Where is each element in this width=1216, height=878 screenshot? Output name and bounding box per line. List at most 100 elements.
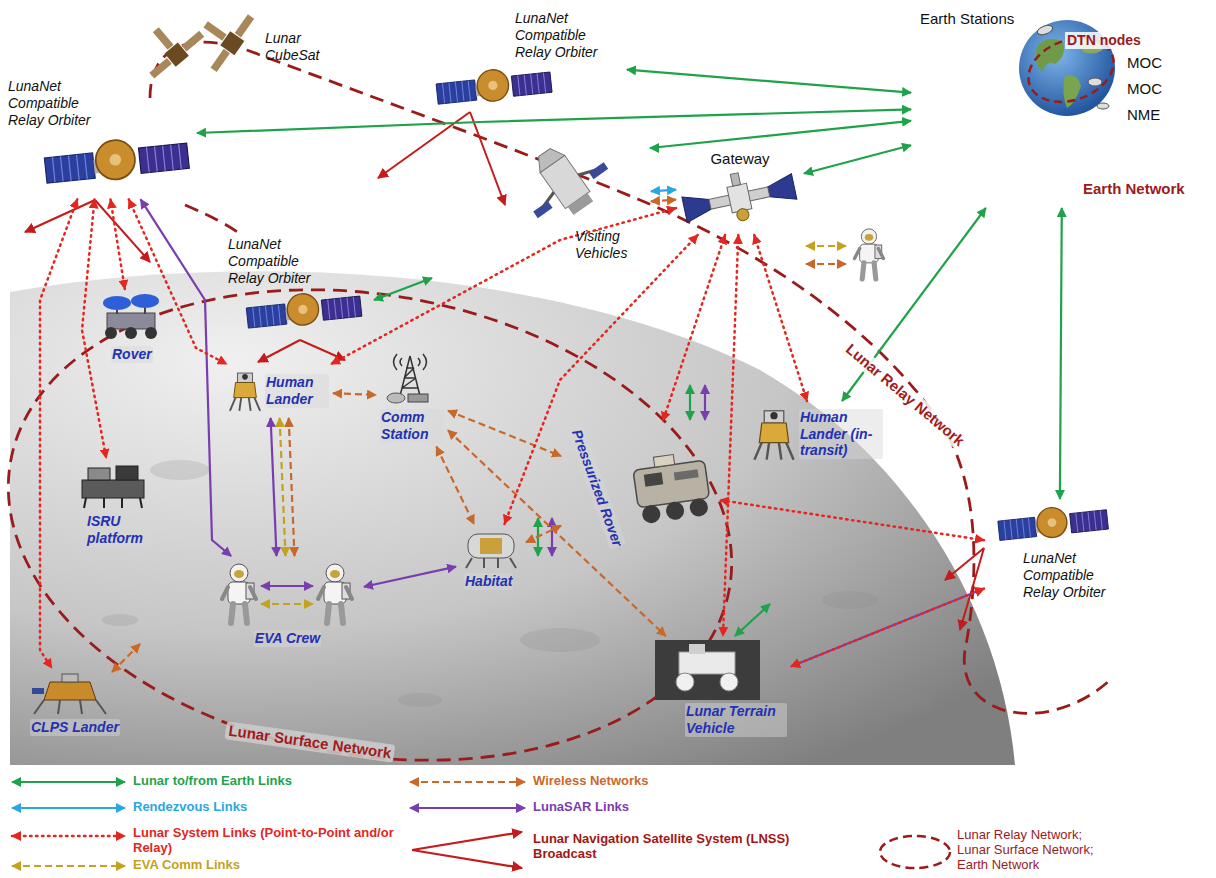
icon-picture [105, 327, 117, 339]
node-label: LunaNet Compatible Relay Orbiter [8, 78, 113, 128]
icon-picture [318, 587, 352, 599]
icon-picture [95, 293, 167, 343]
icon-picture [435, 64, 552, 107]
icon-picture [148, 8, 263, 86]
icon-picture [117, 308, 145, 314]
node-label: Pressurized Rover [567, 426, 626, 549]
icon-picture [518, 73, 546, 96]
link-arrow [280, 418, 286, 556]
link-arrow [82, 199, 106, 458]
node-box: Lunar Terrain Vehicle [655, 640, 787, 737]
icon-picture [436, 80, 477, 104]
node-box: Pressurized Rover [565, 425, 716, 551]
icon-picture [330, 570, 340, 578]
icon-picture [32, 688, 44, 694]
icon-picture [261, 585, 313, 587]
lnss-broadcast-arrow [300, 340, 345, 360]
legend-sample [412, 850, 522, 868]
icon-picture [520, 140, 610, 225]
icon-picture [1036, 24, 1054, 37]
icon-picture [998, 517, 1037, 540]
icon-picture [235, 14, 254, 37]
icon-picture [109, 154, 122, 167]
icon-picture [82, 480, 144, 498]
icon-picture [78, 462, 148, 510]
icon-picture [736, 208, 750, 222]
icon-picture [520, 140, 610, 225]
link-arrow [436, 447, 474, 524]
icon-picture [148, 9, 207, 82]
icon-picture [298, 305, 308, 315]
node-box: LunaNet Compatible Relay Orbiter [435, 10, 623, 113]
moon-surface [865, 689, 935, 711]
link-arrow [1060, 208, 1062, 499]
icon-picture [435, 63, 555, 113]
link-arrow [289, 418, 295, 556]
legend-label: Rendezvous Links [133, 800, 247, 815]
icon-picture [230, 564, 248, 582]
icon-picture [187, 8, 258, 75]
icon-picture [766, 174, 797, 205]
icon-picture [230, 398, 260, 411]
node-label: Human Lander (in-transit) [799, 409, 883, 459]
icon-picture [1097, 103, 1109, 109]
icon-picture [589, 162, 608, 179]
link-arrow [651, 190, 676, 192]
node-label: Visiting Vehicles [575, 228, 647, 262]
icon-picture [680, 171, 800, 231]
icon-picture [222, 564, 256, 623]
moon-surface [822, 591, 878, 609]
link-arrow [448, 411, 561, 456]
icon-picture [655, 640, 760, 700]
icon-picture [215, 560, 360, 628]
lnss-broadcast-arrow [470, 112, 505, 205]
icon-picture [237, 373, 252, 382]
icon-picture [182, 31, 205, 52]
icon-picture [211, 49, 230, 72]
icon-picture [511, 72, 552, 96]
legend-label: Lunar Relay Network; Lunar Surface Netwo… [957, 828, 1113, 873]
network-label: Earth Network [1083, 180, 1185, 198]
icon-picture [680, 171, 799, 231]
icon-picture [107, 313, 155, 329]
icon-picture [147, 144, 182, 173]
node-box: Habitat [460, 528, 522, 590]
icon-picture [131, 294, 159, 308]
node-box: CLPS Lander [30, 672, 120, 736]
link-arrow [364, 567, 456, 587]
icon-picture [286, 293, 320, 327]
icon-picture [328, 297, 356, 320]
legend-label: EVA Comm Links [133, 858, 240, 873]
icon-picture [752, 405, 796, 463]
short-link-arrow [551, 518, 553, 556]
icon-picture [203, 21, 226, 40]
link-arrow [526, 526, 561, 543]
node-box: Gateway [680, 150, 800, 231]
legend-label: Wireless Networks [533, 774, 649, 789]
legend-sample [410, 807, 525, 809]
icon-picture [327, 604, 343, 623]
network-boundary [0, 235, 769, 815]
link-arrow [627, 70, 911, 93]
icon-picture [318, 564, 352, 623]
network-label: Lunar Surface Network [224, 721, 395, 763]
icon-picture [997, 503, 1109, 543]
icon-picture [532, 144, 565, 173]
icon-picture [387, 393, 405, 403]
icon-picture [480, 538, 502, 554]
icon-picture [153, 27, 174, 50]
icon-picture [242, 374, 248, 380]
link-arrow [331, 208, 676, 364]
icon-picture [568, 193, 593, 215]
network-boundary [185, 205, 240, 234]
link-arrow [791, 589, 984, 667]
icon-picture [246, 304, 287, 328]
legend-sample [12, 807, 125, 809]
icon-picture [408, 394, 428, 402]
icon-picture [400, 356, 420, 396]
moon-surface [150, 460, 210, 480]
lnss-broadcast-arrow [95, 200, 150, 262]
legend-label: LunaSAR Links [533, 800, 629, 815]
node-label: Lunar Terrain Vehicle [685, 703, 787, 737]
icon-picture [1063, 75, 1081, 108]
